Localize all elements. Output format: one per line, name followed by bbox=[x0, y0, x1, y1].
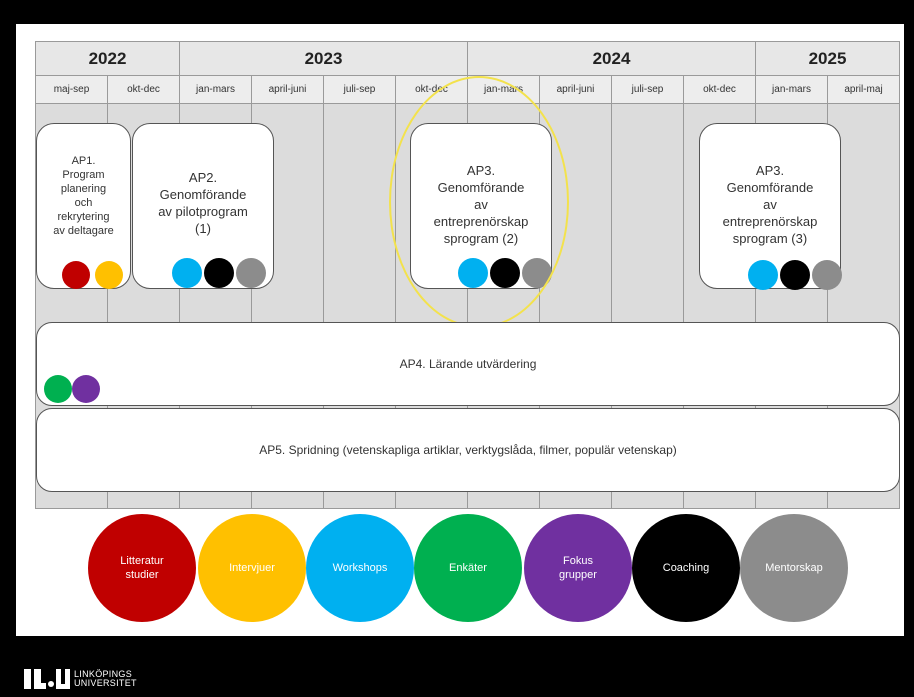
ap2-line: Genomförande bbox=[159, 187, 247, 202]
period-april-juni-2023: april-juni bbox=[252, 76, 324, 104]
method-surveys: Enkäter bbox=[414, 514, 522, 622]
period-okt-dec-2022: okt-dec bbox=[108, 76, 180, 104]
dot-coaching bbox=[780, 260, 810, 290]
ap3-line: entreprenörskap bbox=[722, 214, 818, 229]
grid-line bbox=[755, 104, 756, 508]
method-label: Coaching bbox=[662, 562, 710, 574]
grid-line bbox=[539, 104, 540, 508]
ap1-line: AP1. bbox=[71, 155, 96, 167]
period-april-maj-2025: april-maj bbox=[828, 76, 899, 104]
ap1-line: Program bbox=[62, 169, 105, 181]
highlight-ellipse bbox=[389, 76, 569, 328]
grid-line bbox=[179, 104, 180, 508]
method-mentorship: Mentorskap bbox=[740, 514, 848, 622]
year-2024: 2024 bbox=[468, 42, 756, 76]
period-juli-sep-2023: juli-sep bbox=[324, 76, 396, 104]
liu-logo-text: LINKÖPINGS UNIVERSITET bbox=[74, 670, 137, 688]
method-label: Intervjuer bbox=[229, 562, 275, 574]
ap2-line: av pilotprogram bbox=[158, 204, 248, 219]
method-workshops: Workshops bbox=[306, 514, 414, 622]
year-2023: 2023 bbox=[180, 42, 468, 76]
dot-mentorship bbox=[236, 258, 266, 288]
period-april-juni-2024: april-juni bbox=[540, 76, 612, 104]
ap4-label: AP4. Lärande utvärdering bbox=[399, 357, 537, 371]
ap1-line: av deltagare bbox=[53, 225, 114, 237]
dot-focus-groups bbox=[72, 375, 100, 403]
ap5-label: AP5. Spridning (vetenskapliga artiklar, … bbox=[259, 443, 677, 457]
ap1-line: och bbox=[74, 197, 93, 209]
ap1-box: AP1. Program planering och rekrytering a… bbox=[36, 123, 131, 289]
method-focus-groups: Fokus grupper bbox=[524, 514, 632, 622]
logo-line2: UNIVERSITET bbox=[74, 678, 137, 688]
period-jan-mars-2023: jan-mars bbox=[180, 76, 252, 104]
dot-workshops bbox=[172, 258, 202, 288]
dot-surveys bbox=[44, 375, 72, 403]
dot-mentorship bbox=[812, 260, 842, 290]
ap1-line: rekrytering bbox=[57, 211, 110, 223]
liu-logo-mark-icon bbox=[24, 669, 70, 689]
ap4-box: AP4. Lärande utvärdering bbox=[36, 322, 900, 406]
ap5-box: AP5. Spridning (vetenskapliga artiklar, … bbox=[36, 408, 900, 492]
period-juli-sep-2024: juli-sep bbox=[612, 76, 684, 104]
dot-workshops bbox=[748, 260, 778, 290]
liu-logo: LINKÖPINGS UNIVERSITET bbox=[24, 668, 137, 690]
grid-line bbox=[395, 104, 396, 508]
ap1-line: planering bbox=[60, 183, 107, 195]
ap3-line: av bbox=[763, 197, 777, 212]
grid-line bbox=[611, 104, 612, 508]
method-label: Enkäter bbox=[449, 562, 487, 574]
method-coaching: Coaching bbox=[632, 514, 740, 622]
method-interviews: Intervjuer bbox=[198, 514, 306, 622]
dot-coaching bbox=[204, 258, 234, 288]
year-2025: 2025 bbox=[756, 42, 899, 76]
year-2022: 2022 bbox=[36, 42, 180, 76]
method-label: Workshops bbox=[332, 562, 388, 574]
ap3-line: Genomförande bbox=[726, 180, 814, 195]
ap3-line: sprogram (3) bbox=[732, 231, 808, 246]
ap2-line: AP2. bbox=[188, 170, 218, 185]
grid-line bbox=[251, 104, 252, 508]
ap3-line: AP3. bbox=[755, 163, 785, 178]
period-maj-sep-2022: maj-sep bbox=[36, 76, 108, 104]
method-label: Litteratur studier bbox=[120, 555, 164, 581]
method-label: Fokus grupper bbox=[559, 555, 597, 581]
dot-interviews bbox=[95, 261, 123, 289]
dot-literature bbox=[62, 261, 90, 289]
grid-line bbox=[827, 104, 828, 508]
method-label: Mentorskap bbox=[765, 562, 823, 574]
period-jan-mars-2025: jan-mars bbox=[756, 76, 828, 104]
grid-line bbox=[683, 104, 684, 508]
period-okt-dec-2024: okt-dec bbox=[684, 76, 756, 104]
grid-line bbox=[323, 104, 324, 508]
grid-line bbox=[107, 104, 108, 508]
method-literature: Litteratur studier bbox=[88, 514, 196, 622]
ap2-line: (1) bbox=[195, 221, 211, 236]
logo-line1: LINKÖPINGS bbox=[74, 669, 133, 679]
